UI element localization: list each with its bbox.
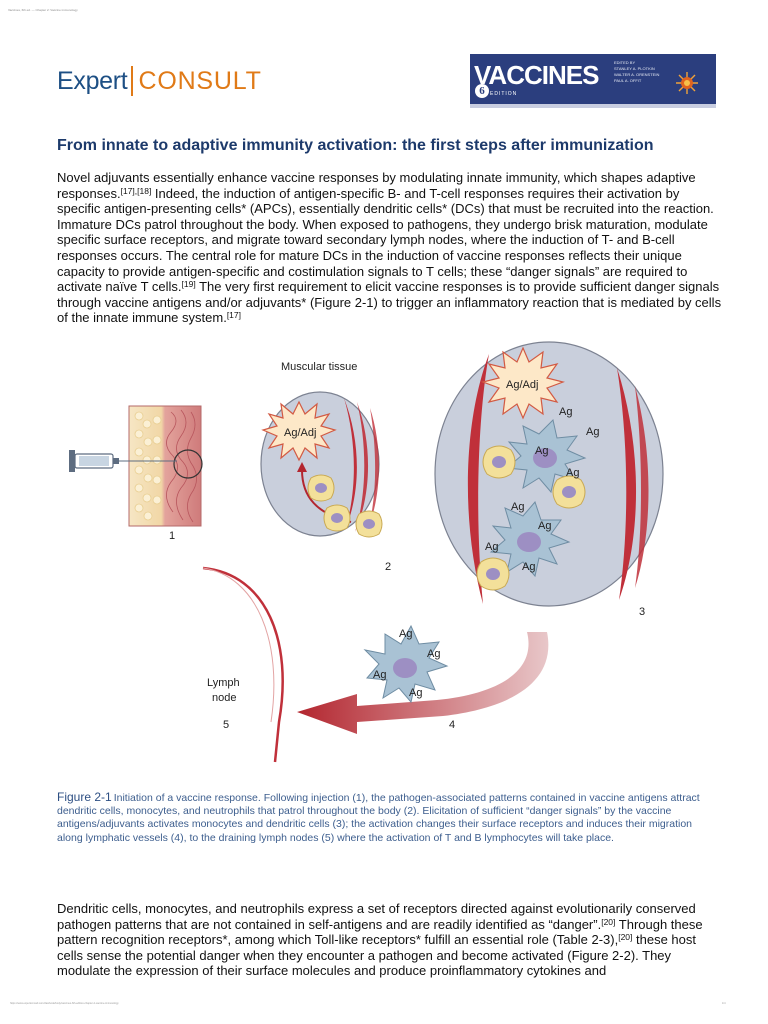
cover-editor: WALTER A. ORENSTEIN	[614, 72, 660, 77]
brand-part1: Expert	[57, 66, 128, 95]
dendritic-cell	[505, 419, 587, 494]
immune-cell	[476, 557, 510, 591]
ag-adj-label: Ag/Adj	[506, 379, 538, 391]
reference-link[interactable]: [17]	[226, 310, 241, 321]
ag-label: Ag	[511, 501, 524, 513]
ag-adj-label: Ag/Adj	[284, 427, 316, 439]
immune-cell	[355, 510, 383, 538]
migration-arrow: Ag Ag Ag Ag	[297, 624, 549, 734]
ag-label: Ag	[427, 648, 440, 660]
ag-label: Ag	[485, 541, 498, 553]
dendritic-cell	[363, 624, 449, 704]
skin-section	[128, 405, 203, 527]
immune-cell	[482, 445, 516, 479]
virus-icon	[676, 72, 698, 94]
expert-consult-logo[interactable]: Expert CONSULT	[57, 64, 262, 98]
immune-cell	[307, 474, 335, 502]
footer-url: https://www.expertconsult.com/das/book/b…	[10, 1002, 119, 1005]
reference-link[interactable]: [19]	[181, 279, 196, 290]
step-1-label: 1	[169, 530, 175, 542]
reference-link[interactable]: [20]	[601, 916, 616, 927]
cover-edition-word: EDITION	[490, 91, 518, 97]
ag-label: Ag	[399, 628, 412, 640]
ag-label: Ag	[566, 467, 579, 479]
figure-2-1: 1 Ag/Adj Muscular tissue	[57, 341, 727, 787]
dendritic-cell	[489, 501, 571, 578]
footer-page-number: 1/4	[722, 1002, 726, 1005]
cover-editors: EDITED BY STANLEY A. PLOTKIN WALTER A. O…	[614, 60, 678, 84]
ag-label: Ag	[538, 520, 551, 532]
paragraph-2: Dendritic cells, monocytes, and neutroph…	[57, 901, 723, 979]
paragraph-text: The very first requirement to elicit vac…	[57, 279, 722, 326]
step-2-label: 2	[385, 561, 391, 573]
lymph-node-outline	[202, 566, 284, 763]
syringe-icon	[69, 450, 177, 472]
muscular-tissue-panel: Ag/Adj	[260, 391, 383, 538]
cover-editor: PAUL A. OFFIT	[614, 78, 642, 83]
step-4-label: 4	[449, 719, 455, 731]
cover-editors-label: EDITED BY	[614, 60, 636, 65]
reference-link[interactable]: [20]	[618, 932, 633, 943]
paragraph-text: Indeed, the induction of antigen-specifi…	[57, 185, 714, 295]
muscular-tissue-label: Muscular tissue	[281, 361, 357, 373]
ag-label: Ag	[522, 561, 535, 573]
cover-strip	[470, 104, 716, 108]
paragraph-text: these host cells sense the potential dan…	[57, 932, 696, 979]
step-3-label: 3	[639, 606, 645, 618]
paragraph-text: Dendritic cells, monocytes, and neutroph…	[57, 901, 696, 932]
immunization-diagram: 1 Ag/Adj Muscular tissue	[69, 341, 664, 763]
ag-label: Ag	[535, 445, 548, 457]
ag-label: Ag	[373, 669, 386, 681]
reference-link[interactable]: [17],[18]	[120, 185, 152, 196]
header-tiny-text: Vaccines, 6th ed. — Chapter 2: Vaccine i…	[8, 8, 78, 12]
cover-title: VACCINES	[474, 60, 599, 90]
lymph-label: Lymph	[207, 677, 240, 689]
paragraph-1: Novel adjuvants essentially enhance vacc…	[57, 170, 723, 326]
cover-edition-number: 6	[475, 84, 489, 98]
step-5-label: 5	[223, 719, 229, 731]
immune-cell	[552, 475, 586, 509]
caption-label: Figure 2-1	[57, 790, 112, 804]
book-cover-banner[interactable]: VACCINES 6 EDITION EDITED BY STANLEY A. …	[470, 54, 716, 108]
paragraph-text: Novel adjuvants essentially enhance vacc…	[57, 170, 696, 201]
immune-cell	[323, 504, 351, 532]
ag-label: Ag	[559, 406, 572, 418]
paragraph-text: Through these pattern recognition recept…	[57, 916, 703, 948]
activated-tissue-panel: Ag/Adj Ag Ag Ag	[434, 341, 664, 607]
ag-label: Ag	[586, 426, 599, 438]
section-title: From innate to adaptive immunity activat…	[57, 137, 654, 154]
brand-part2: CONSULT	[138, 66, 262, 95]
caption-text: Initiation of a vaccine response. Follow…	[57, 792, 700, 844]
node-label: node	[212, 692, 236, 704]
brand-divider	[131, 66, 134, 96]
ag-label: Ag	[409, 687, 422, 699]
cover-editor: STANLEY A. PLOTKIN	[614, 66, 655, 71]
